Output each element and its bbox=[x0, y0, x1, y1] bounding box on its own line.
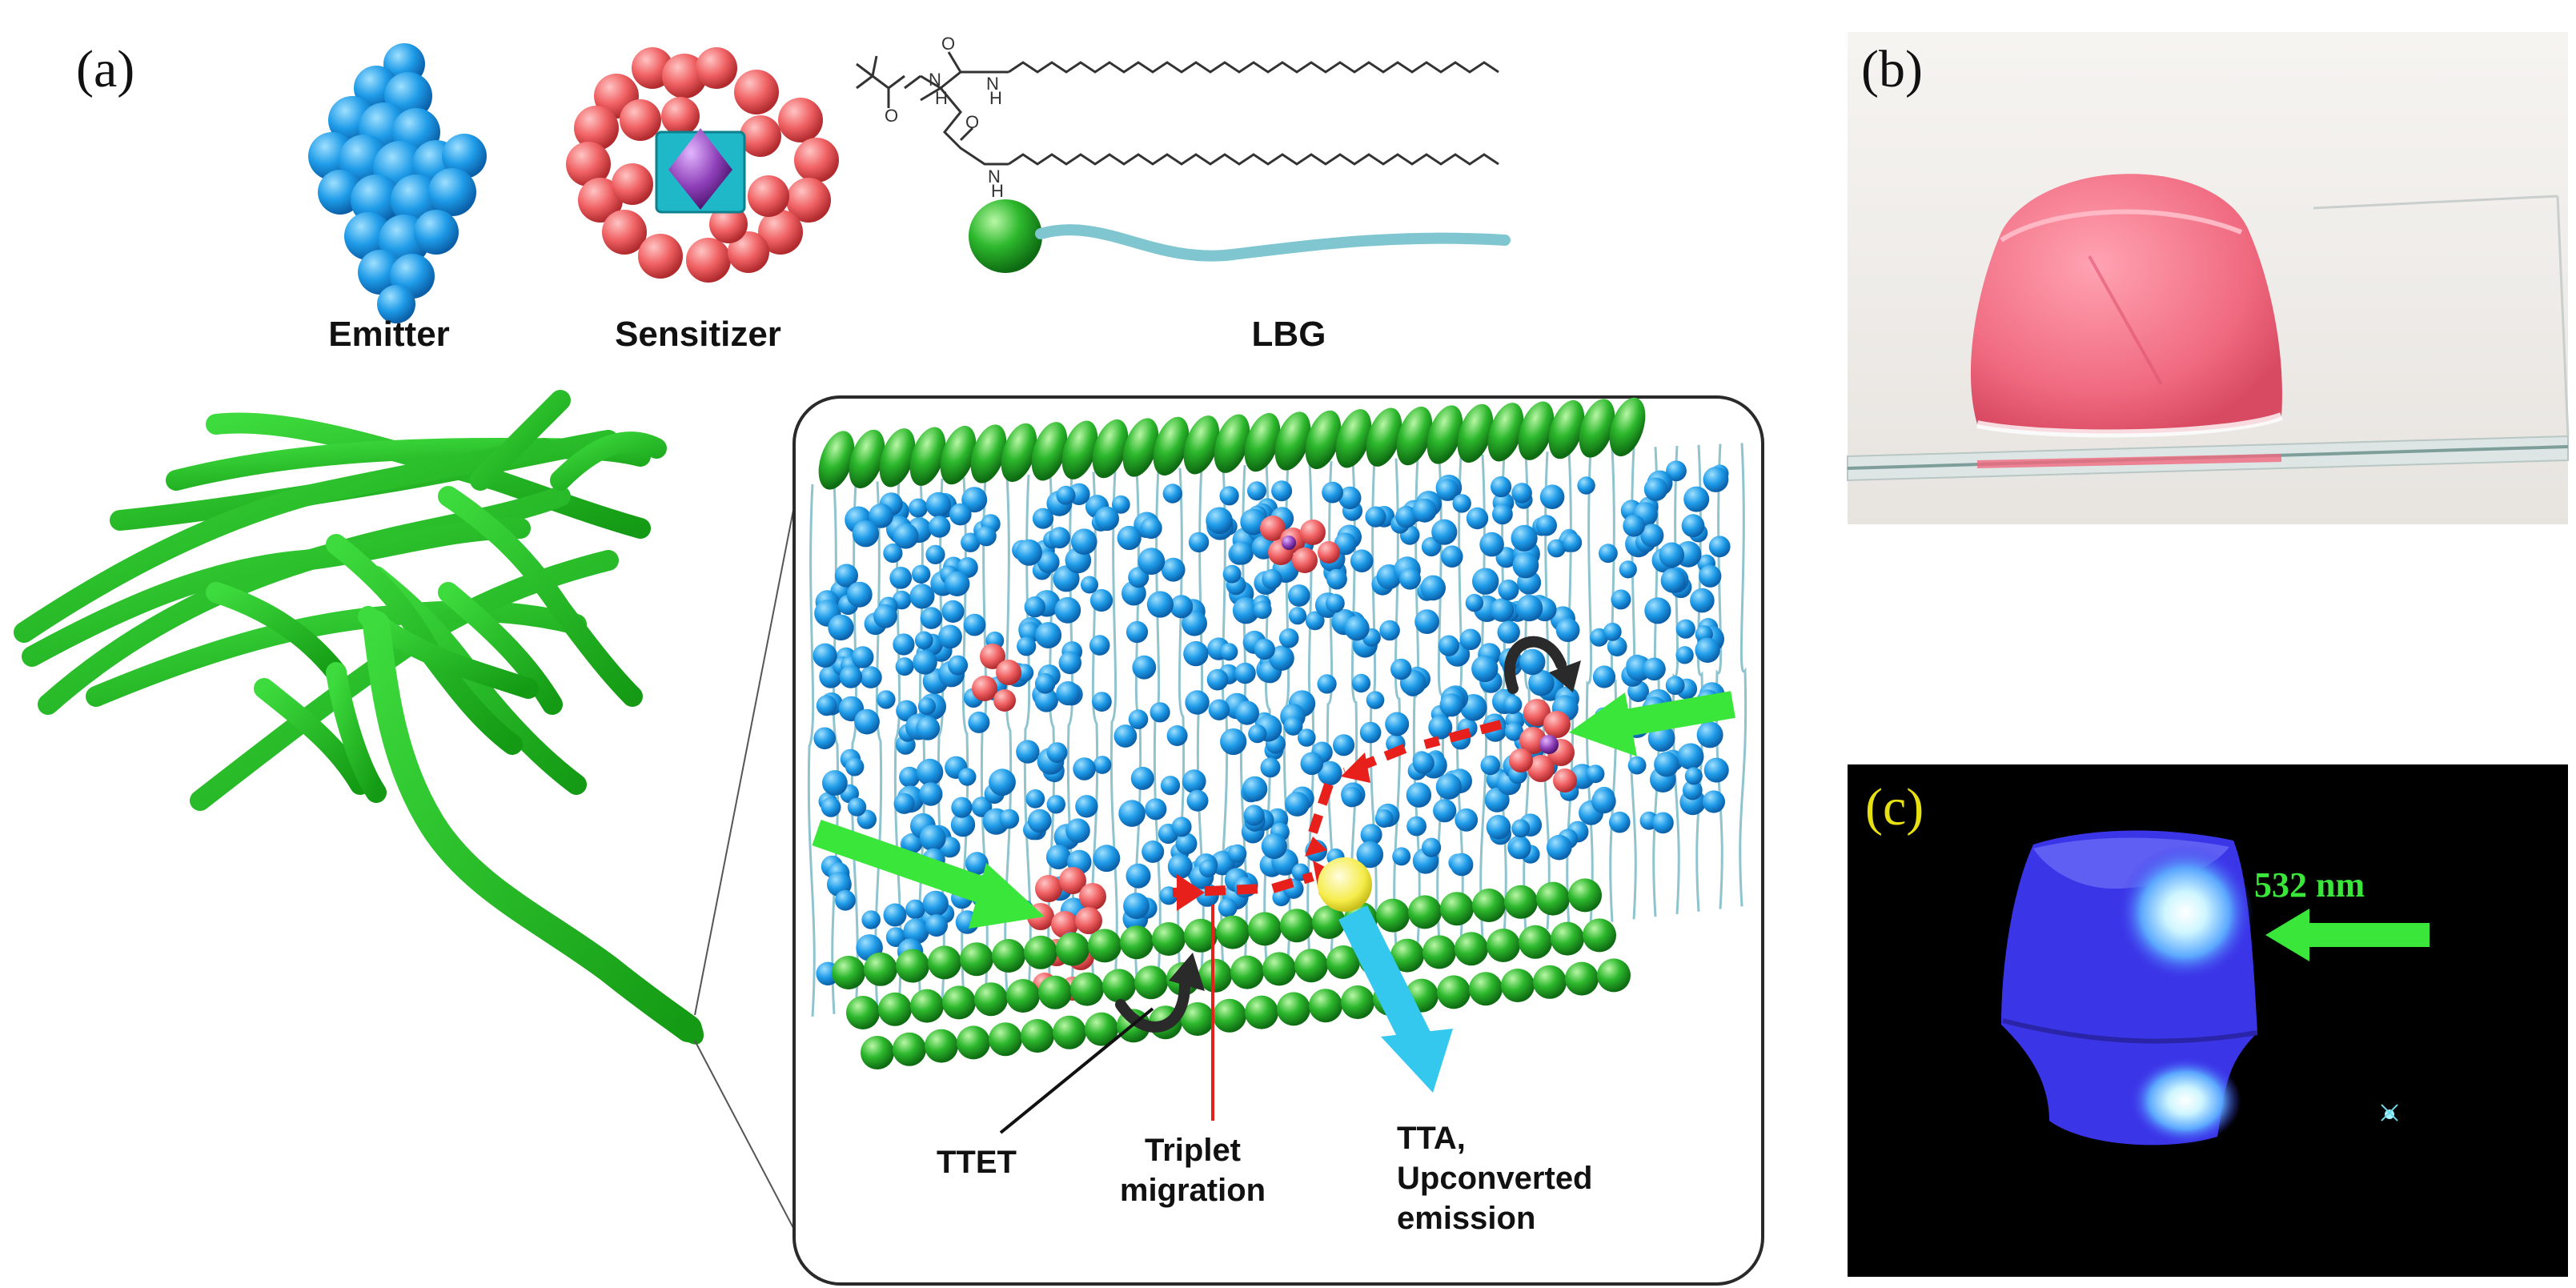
emitter-label: Emitter bbox=[328, 315, 450, 354]
lbg-chemical-structure bbox=[856, 51, 1499, 166]
excitation-arrow-right bbox=[1569, 691, 1735, 756]
upconversion-glow-sample bbox=[2001, 830, 2398, 1146]
ttet-curl-arrow bbox=[1115, 953, 1205, 1033]
tta-label: TTA, bbox=[1397, 1121, 1466, 1156]
panel-a: (a) Emitter bbox=[14, 34, 1764, 1286]
excitation-arrow-left bbox=[812, 819, 1045, 929]
emitter-molecule: Emitter bbox=[308, 43, 487, 354]
panel-b-label: (b) bbox=[1861, 40, 1923, 98]
panel-a-label: (a) bbox=[76, 40, 134, 98]
panel-b: (b) bbox=[1847, 32, 2570, 524]
wavelength-label: 532 nm bbox=[2254, 865, 2365, 905]
svg-text:N: N bbox=[986, 74, 999, 94]
zoom-line-bottom bbox=[694, 1040, 809, 1258]
emission-arrow bbox=[1338, 905, 1453, 1093]
emission-label: emission bbox=[1397, 1201, 1535, 1236]
fiber-trunk bbox=[363, 611, 704, 1045]
svg-text:O: O bbox=[941, 34, 955, 54]
bilayer-inset: TTET Triplet migration TTA, Upconverted … bbox=[792, 395, 1764, 1286]
laser-arrow bbox=[2265, 909, 2430, 961]
svg-text:O: O bbox=[965, 112, 979, 132]
lbg-label: LBG bbox=[1252, 315, 1326, 354]
lbg-molecule: OHN ONH ONH LBG bbox=[856, 34, 1511, 354]
ttet-label: TTET bbox=[937, 1145, 1017, 1180]
svg-text:O: O bbox=[885, 106, 898, 126]
migration-label: migration bbox=[1120, 1173, 1266, 1208]
upconverted-label: Upconverted bbox=[1397, 1161, 1593, 1196]
svg-text:H: H bbox=[989, 88, 1002, 108]
ttet-callout-line bbox=[999, 1007, 1154, 1134]
zoom-line-top bbox=[694, 431, 809, 1016]
svg-text:H: H bbox=[991, 181, 1004, 201]
sensitizer-label: Sensitizer bbox=[615, 315, 781, 354]
triplet-label: Triplet bbox=[1145, 1133, 1241, 1168]
hydrogel-sample bbox=[1970, 174, 2283, 468]
panel-c: 532 nm (c) bbox=[1848, 764, 2568, 1277]
panel-c-label: (c) bbox=[1865, 778, 1924, 837]
svg-text:N: N bbox=[988, 167, 1001, 187]
sensitizer-curl-arrow bbox=[1504, 636, 1581, 694]
svg-text:H: H bbox=[935, 88, 948, 108]
emitter-cluster bbox=[813, 460, 1731, 986]
sensitizer-molecule: Sensitizer bbox=[566, 47, 839, 354]
fiber-network bbox=[14, 390, 667, 811]
svg-text:N: N bbox=[929, 70, 941, 90]
lipid-heads-top bbox=[818, 397, 1646, 490]
annihilation-spot bbox=[1318, 857, 1372, 912]
